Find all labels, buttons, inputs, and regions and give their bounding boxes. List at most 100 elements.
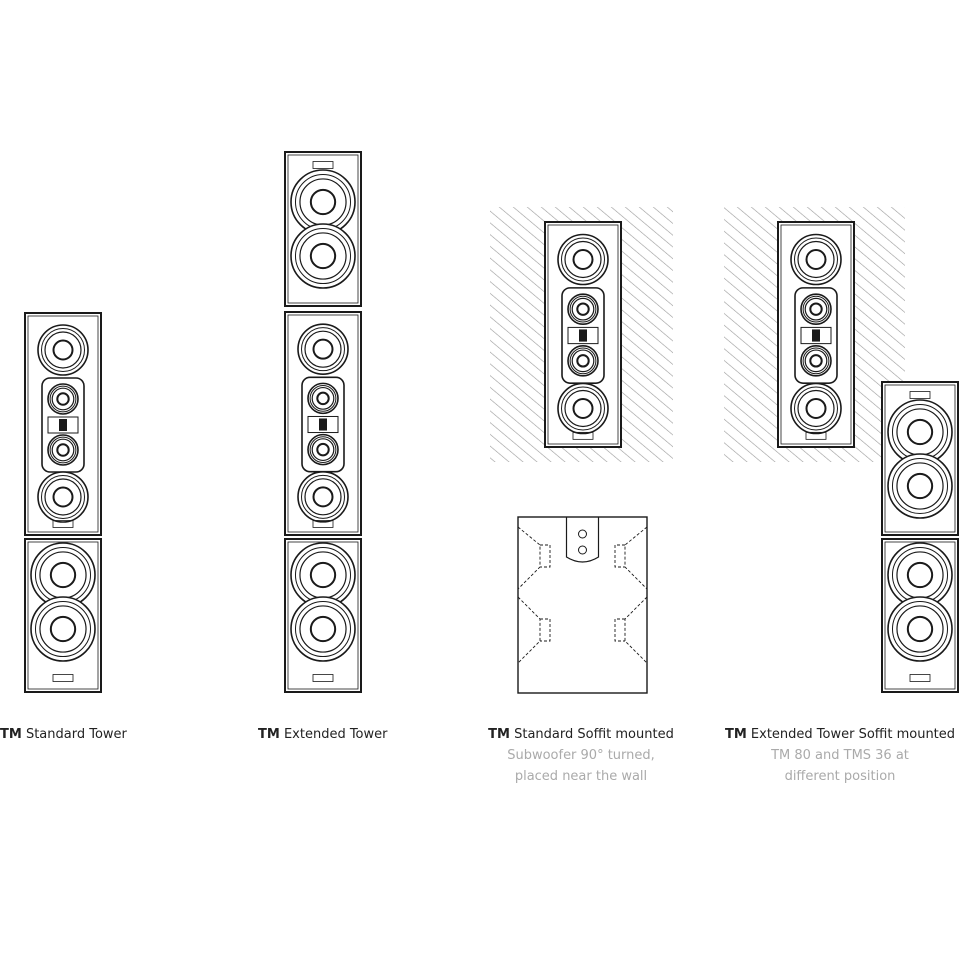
woofer-ring — [309, 384, 337, 412]
woofer-surround — [39, 605, 87, 653]
cabinet-baffle — [884, 541, 956, 690]
woofer-surround — [311, 438, 335, 462]
cabinet-baffle — [287, 154, 359, 304]
woofer-ring — [891, 457, 949, 515]
woofer-ring — [41, 475, 85, 519]
woofer-surround — [797, 389, 835, 428]
logo-plate — [909, 391, 931, 399]
woofer-surround — [304, 478, 342, 516]
ribbon-tweeter-icon — [579, 329, 587, 342]
tweeter-plate — [47, 416, 79, 434]
woofer-icon — [887, 453, 953, 519]
woofer-surround — [571, 349, 595, 373]
logo-plate — [52, 520, 74, 528]
woofer-ring — [301, 327, 345, 372]
caption-note: Subwoofer 90° turned, — [507, 748, 655, 763]
caption-extended-tower: TM Extended Tower — [258, 724, 388, 745]
caption-note: different position — [784, 769, 896, 784]
woofer-dustcap — [309, 188, 337, 216]
woofer-ring — [34, 600, 92, 658]
caption-prefix: TM — [488, 727, 510, 742]
woofer-surround — [804, 349, 828, 373]
cabinet-baffle — [287, 314, 359, 533]
caption-title: Extended Tower — [283, 727, 388, 742]
woofer-surround — [564, 389, 602, 428]
woofer-dustcap — [906, 615, 934, 643]
caption-prefix: TM — [258, 727, 280, 742]
logo-plate — [312, 161, 334, 169]
woofer-surround — [299, 232, 347, 280]
woofer-icon — [290, 223, 356, 289]
woofer-dustcap — [49, 615, 77, 643]
woofer-ring — [301, 474, 345, 519]
caption-prefix: TM — [0, 727, 22, 742]
cabinet-baffle — [27, 541, 99, 690]
extended-tower-soffit-mounted — [724, 207, 959, 693]
woofer-surround — [896, 605, 944, 653]
woofer-surround — [804, 297, 828, 321]
connector-icon — [578, 529, 587, 539]
woofer-dustcap — [56, 392, 70, 406]
woofer-dustcap — [906, 561, 934, 589]
woofer-surround — [44, 331, 82, 369]
woofer-ring — [561, 237, 605, 282]
logo-plate — [312, 674, 334, 682]
woofer-surround — [304, 330, 342, 368]
woofer-ring — [569, 347, 597, 375]
internal-port-right — [614, 526, 648, 664]
woofer-surround — [896, 462, 944, 510]
standard-soffit-mounted — [490, 207, 673, 694]
ribbon-tweeter-icon — [319, 418, 327, 431]
woofer-surround — [44, 478, 82, 516]
woofer-dustcap — [56, 443, 70, 457]
woofer-dustcap — [316, 391, 330, 406]
woofer-dustcap — [576, 354, 590, 368]
woofer-dustcap — [572, 397, 594, 419]
woofer-surround — [311, 386, 335, 410]
woofer-surround — [571, 297, 595, 321]
logo-plate — [805, 431, 827, 440]
logo-plate — [909, 674, 931, 682]
woofer-ring — [794, 237, 838, 282]
woofer-ring — [294, 600, 352, 658]
woofer-surround — [299, 605, 347, 653]
woofer-dustcap — [52, 339, 74, 361]
woofer-ring — [41, 328, 85, 372]
standard-tower — [24, 312, 102, 693]
woofer-surround — [51, 387, 75, 411]
woofer-icon — [887, 596, 953, 662]
woofer-ring — [891, 600, 949, 658]
woofer-surround — [51, 438, 75, 462]
woofer-dustcap — [312, 338, 334, 360]
tweeter-plate — [307, 415, 339, 434]
woofer-ring — [802, 295, 830, 323]
woofer-ring — [794, 386, 838, 431]
woofer-dustcap — [309, 561, 337, 589]
caption-prefix: TM — [724, 727, 747, 742]
tweeter-plate — [800, 326, 832, 345]
ribbon-tweeter-icon — [59, 419, 67, 431]
caption-note: TM 80 and TMS 36 at — [771, 748, 909, 763]
woofer-dustcap — [809, 354, 823, 368]
woofer-ring — [569, 295, 597, 323]
logo-plate — [52, 674, 74, 682]
internal-port-left — [517, 526, 551, 664]
woofer-surround — [564, 240, 602, 279]
woofer-dustcap — [52, 486, 74, 508]
caption-title: Standard Soffit mounted — [514, 727, 674, 742]
woofer-ring — [561, 386, 605, 431]
caption-standard-soffit: TM Standard Soffit mounted Subwoofer 90°… — [488, 724, 674, 787]
cabinet-baffle — [27, 315, 99, 533]
woofer-dustcap — [805, 249, 827, 270]
tweeter-plate — [567, 326, 599, 345]
woofer-dustcap — [316, 442, 330, 457]
woofer-icon — [30, 596, 96, 662]
caption-note: placed near the wall — [514, 769, 648, 784]
caption-standard-tower: TM Standard Tower — [0, 724, 127, 745]
woofer-dustcap — [906, 472, 934, 500]
caption-title: Extended Tower Soffit mounted — [750, 727, 956, 742]
woofer-ring — [294, 227, 352, 285]
woofer-surround — [797, 240, 835, 279]
connector-tab — [565, 517, 600, 563]
